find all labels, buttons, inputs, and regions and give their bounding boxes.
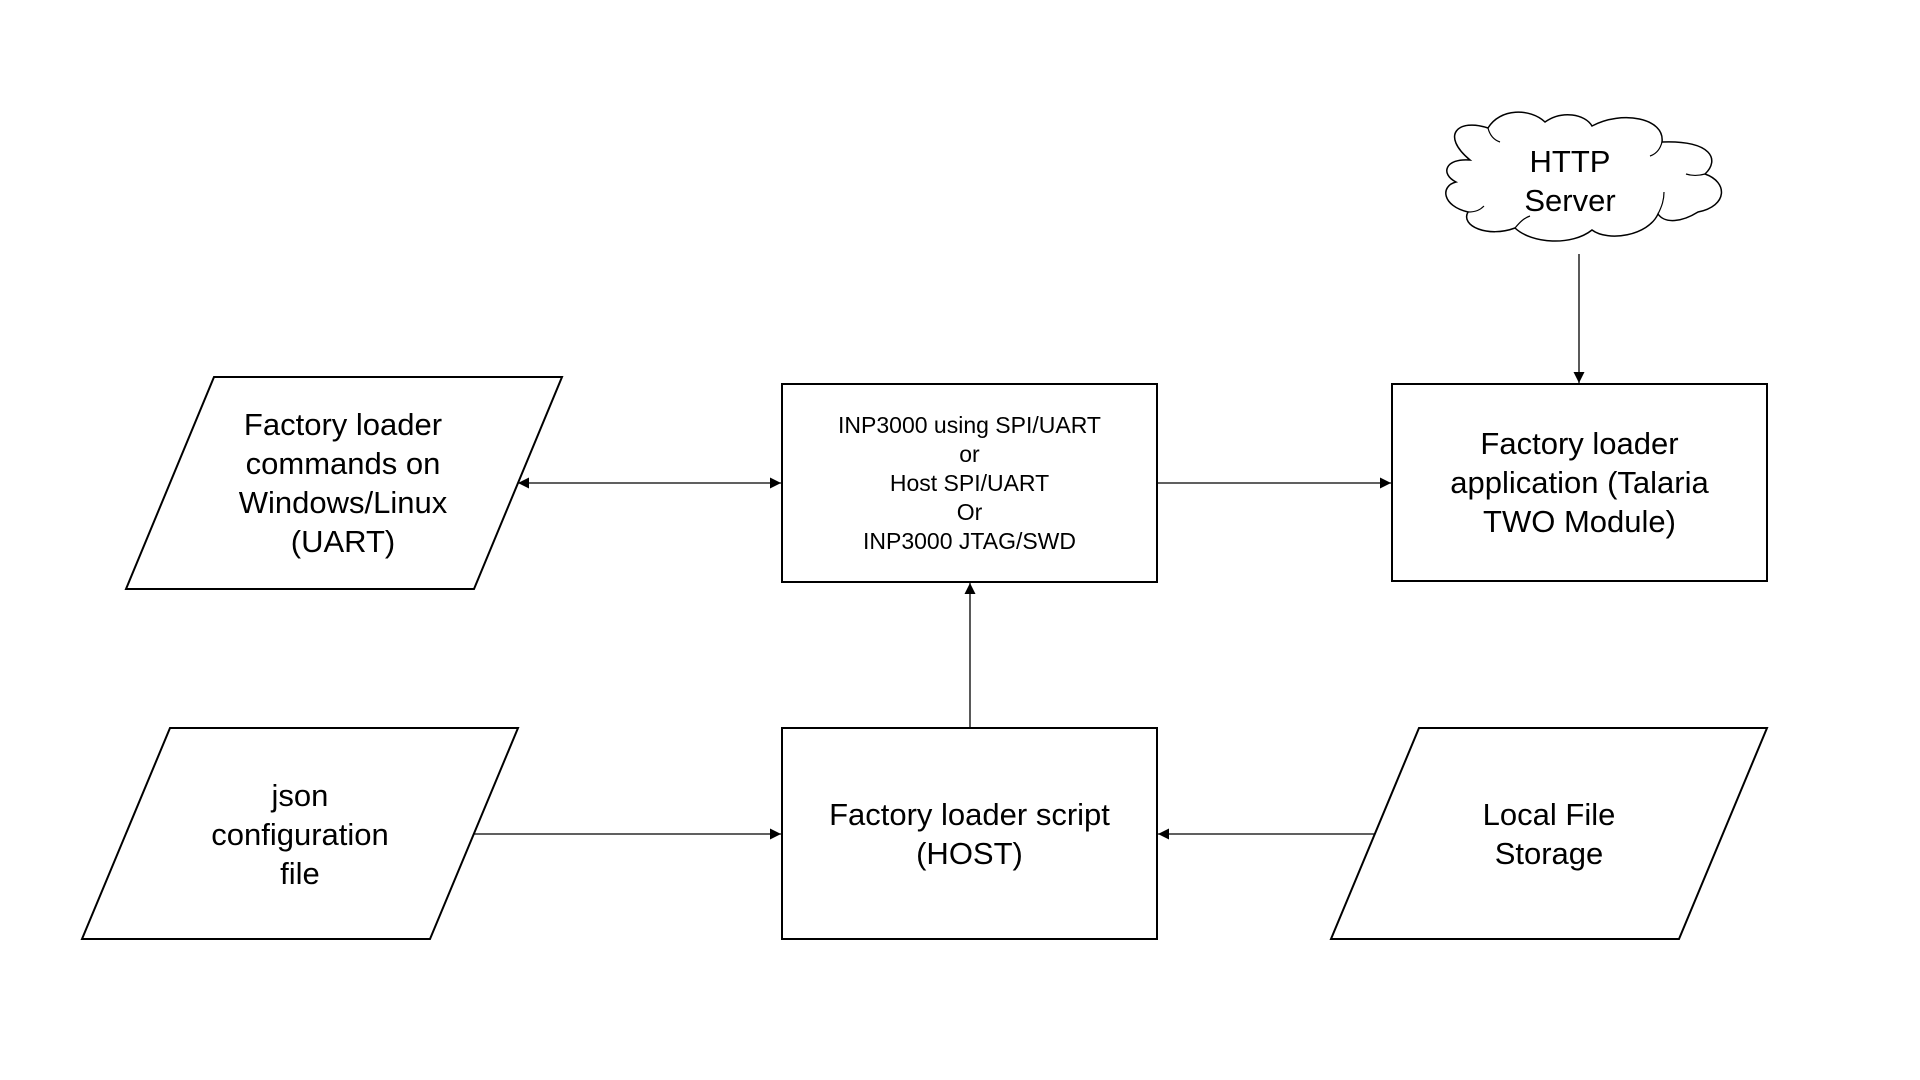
factory-app-line-3: TWO Module) xyxy=(1483,504,1676,539)
factory-commands-line-1: Factory loader xyxy=(243,407,443,442)
inp3000-box-shape xyxy=(781,383,1158,583)
factory-commands-line-4: (UART) xyxy=(290,524,396,559)
http-server-line-2: Server xyxy=(1524,183,1616,218)
factory-script-line-2: (HOST) xyxy=(916,835,1023,871)
factory-app-label: Factory loader application (Talaria TWO … xyxy=(1392,384,1767,581)
json-config-line-3: file xyxy=(280,855,320,891)
http-server-line-1: HTTP xyxy=(1529,144,1611,179)
factory-commands-line-2: commands on xyxy=(245,446,441,481)
local-storage-line-2: Storage xyxy=(1494,836,1604,871)
json-config-line-1: json xyxy=(271,777,329,813)
json-config-shape xyxy=(80,727,520,940)
factory-commands-label: Factory loader commands on Windows/Linux… xyxy=(198,383,488,583)
factory-commands-shape xyxy=(124,376,564,590)
inp3000-line-4: Or xyxy=(956,498,983,525)
factory-app-line-2: application (Talaria xyxy=(1450,465,1709,500)
json-config-line-2: configuration xyxy=(211,816,389,852)
inp3000-line-2: or xyxy=(959,440,980,467)
http-server-cloud-shape xyxy=(1445,111,1723,242)
json-config-label: json configuration file xyxy=(160,734,440,934)
inp3000-line-1: INP3000 using SPI/UART xyxy=(838,411,1101,438)
factory-script-label: Factory loader script (HOST) xyxy=(782,728,1157,939)
factory-app-line-1: Factory loader xyxy=(1480,426,1679,461)
local-storage-shape xyxy=(1329,727,1769,940)
http-server-label: HTTP Server xyxy=(1470,137,1670,225)
factory-script-line-1: Factory loader script xyxy=(829,796,1110,832)
inp3000-line-5: INP3000 JTAG/SWD xyxy=(862,527,1077,554)
factory-app-box-shape xyxy=(1391,383,1768,582)
factory-script-box-shape xyxy=(781,727,1158,940)
http-server-cloud-inner-curves xyxy=(1467,127,1706,229)
inp3000-label: INP3000 using SPI/UART or Host SPI/UART … xyxy=(782,384,1157,582)
local-storage-label: Local File Storage xyxy=(1409,734,1689,934)
inp3000-line-3: Host SPI/UART xyxy=(889,469,1050,496)
local-storage-line-1: Local File xyxy=(1482,797,1616,832)
factory-commands-line-3: Windows/Linux xyxy=(238,485,448,520)
